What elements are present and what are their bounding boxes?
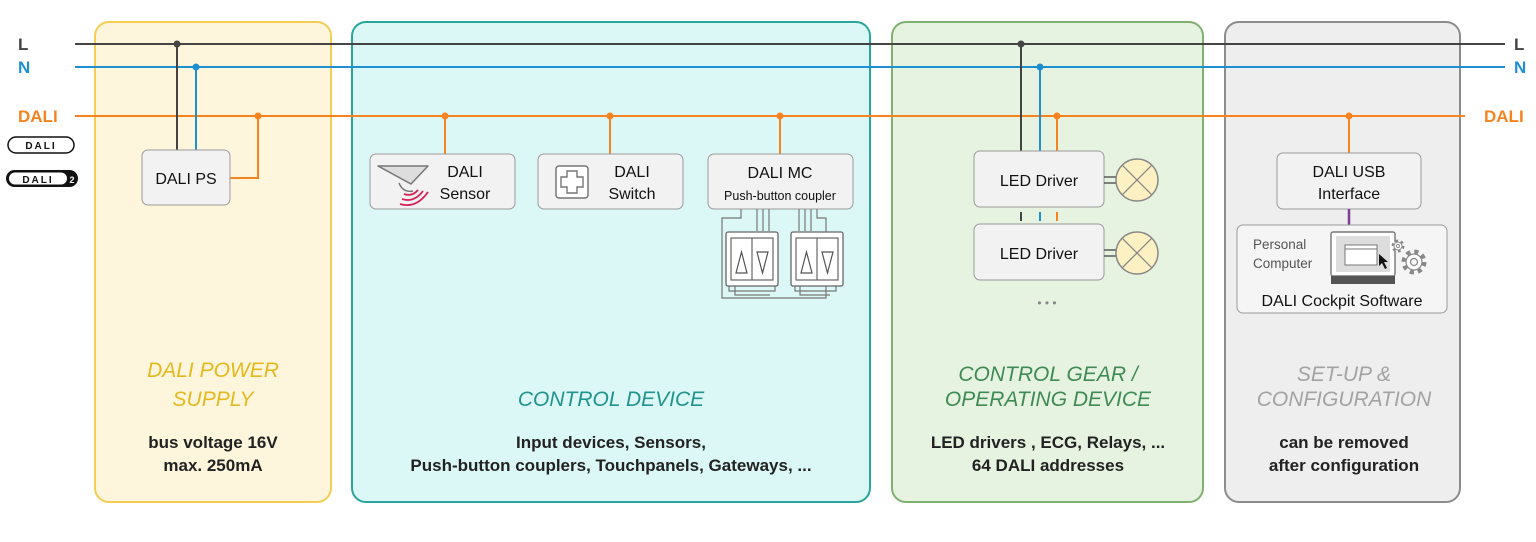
dali-logo: DALI: [7, 136, 75, 154]
sensor-label-line2: Sensor: [440, 186, 491, 203]
usb-label-line1: DALI USB: [1313, 164, 1386, 181]
led-driver-1-box: [973, 150, 1105, 208]
su-title-line1: SET-UP &: [1297, 363, 1391, 386]
n-label-right: N: [1514, 58, 1526, 77]
gear-icon: [1391, 239, 1427, 275]
pc-label-line2: Computer: [1253, 256, 1313, 271]
ps-title-line2: SUPPLY: [173, 388, 256, 411]
ps-desc-line2: max. 250mA: [163, 456, 262, 475]
sensor-label-line1: DALI: [447, 164, 483, 181]
cd-desc-line1: Input devices, Sensors,: [516, 433, 706, 452]
lamp-1-icon: [1115, 158, 1159, 202]
computer-icon: [1330, 231, 1396, 284]
cg-desc-line2: 64 DALI addresses: [972, 456, 1124, 475]
switch-label-line2: Switch: [608, 186, 655, 203]
led-driver-2-box: [973, 223, 1105, 281]
mc-label-line2: Push-button coupler: [724, 189, 836, 203]
switch-icon: [555, 165, 589, 199]
pc-label-line1: Personal: [1253, 237, 1306, 252]
ps-title-line1: DALI POWER: [147, 359, 279, 382]
ps-desc-line1: bus voltage 16V: [148, 433, 278, 452]
power-supply-panel: [94, 21, 332, 503]
su-title-line2: CONFIGURATION: [1257, 388, 1432, 411]
led-driver-1-label: LED Driver: [1000, 173, 1079, 190]
push-button-2: [790, 231, 844, 287]
dali-label-right: DALI: [1484, 107, 1524, 126]
su-desc-line1: can be removed: [1279, 433, 1408, 452]
su-desc-line2: after configuration: [1269, 456, 1419, 475]
svg-text:2: 2: [69, 175, 74, 185]
control-device-panel: [351, 21, 871, 503]
svg-text:DALI: DALI: [25, 141, 56, 152]
ps-dali-wire: [230, 116, 259, 179]
cg-title-line2: OPERATING DEVICE: [945, 388, 1152, 411]
mc-wiring: [721, 209, 837, 299]
dali-ps-label: DALI PS: [155, 171, 216, 188]
dali-ps-box: [141, 149, 231, 206]
cd-title: CONTROL DEVICE: [518, 388, 705, 411]
cg-title-line1: CONTROL GEAR /: [958, 363, 1139, 386]
n-label-left: N: [18, 58, 30, 77]
software-label: DALI Cockpit Software: [1262, 293, 1423, 310]
sensor-icon: [377, 165, 429, 207]
l-label-right: L: [1514, 35, 1524, 54]
mc-label-line1: DALI MC: [748, 165, 813, 182]
more-drivers-ellipsis: • • •: [1037, 296, 1056, 310]
lamp-2-icon: [1115, 231, 1159, 275]
svg-text:DALI: DALI: [22, 175, 53, 186]
usb-label-line2: Interface: [1318, 186, 1380, 203]
led-driver-2-label: LED Driver: [1000, 246, 1079, 263]
cg-desc-line1: LED drivers , ECG, Relays, ...: [931, 433, 1165, 452]
dali-mc-box: [707, 153, 854, 210]
cd-desc-line2: Push-button couplers, Touchpanels, Gatew…: [410, 456, 811, 475]
l-label-left: L: [18, 35, 28, 54]
dali-label-left: DALI: [18, 107, 58, 126]
switch-label-line1: DALI: [614, 164, 650, 181]
push-button-1: [725, 231, 779, 287]
dali2-logo: DALI 2: [6, 170, 78, 187]
